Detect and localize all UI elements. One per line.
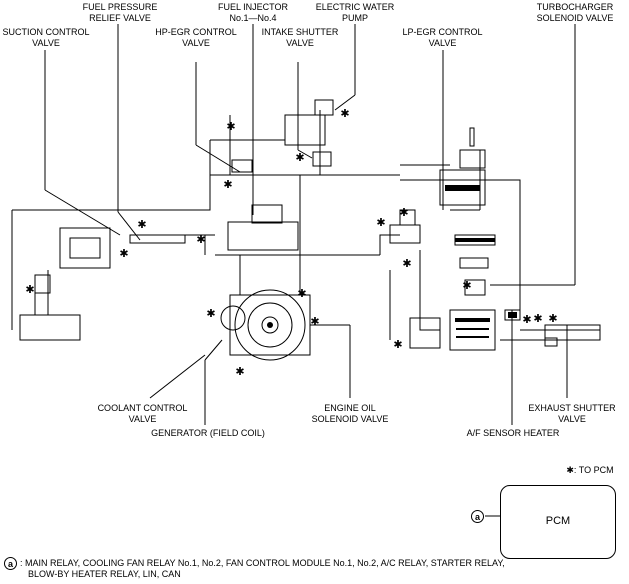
pcm-connector-marker: a xyxy=(471,510,484,523)
pcm-marker: ✱ xyxy=(533,312,542,325)
pcm-marker: ✱ xyxy=(522,313,531,326)
leader-coolant xyxy=(149,354,206,399)
label-engine-oil-solenoid-valve: ENGINE OIL SOLENOID VALVE xyxy=(311,403,389,424)
pcm-marker: ✱ xyxy=(310,315,319,328)
pcm-marker: ✱ xyxy=(137,218,146,231)
footnote-line-1: : MAIN RELAY, COOLING FAN RELAY No.1, No… xyxy=(20,558,505,568)
label-fuel-injector: FUEL INJECTOR No.1—No.4 xyxy=(217,2,288,23)
legend-to-pcm: ✱: TO PCM xyxy=(566,465,614,475)
pcm-marker: ✱ xyxy=(25,283,34,296)
label-suction-control-valve: SUCTION CONTROL VALVE xyxy=(2,27,90,48)
footnote-marker: a xyxy=(4,557,17,570)
pcm-marker: ✱ xyxy=(297,287,306,300)
pcm-marker: ✱ xyxy=(295,151,304,164)
pcm-marker: ✱ xyxy=(196,233,205,246)
pcm-marker: ✱ xyxy=(399,206,408,219)
pcm-box xyxy=(500,485,616,559)
label-fuel-pressure-relief-valve: FUEL PRESSURE RELIEF VALVE xyxy=(82,2,158,23)
pcm-marker: ✱ xyxy=(462,279,471,292)
pcm-marker: ✱ xyxy=(206,307,215,320)
label-hp-egr-control-valve: HP-EGR CONTROL VALVE xyxy=(155,27,237,48)
pcm-marker: ✱ xyxy=(340,107,349,120)
label-lp-egr-control-valve: LP-EGR CONTROL VALVE xyxy=(402,27,483,48)
pcm-marker: ✱ xyxy=(223,178,232,191)
pcm-marker: ✱ xyxy=(548,312,557,325)
pcm-marker: ✱ xyxy=(235,365,244,378)
label-exhaust-shutter-valve: EXHAUST SHUTTER VALVE xyxy=(528,403,616,424)
label-generator: GENERATOR (FIELD COIL) xyxy=(151,428,265,438)
label-electric-water-pump: ELECTRIC WATER PUMP xyxy=(315,2,395,23)
pcm-marker: ✱ xyxy=(226,120,235,133)
pcm-marker: ✱ xyxy=(376,216,385,229)
footnote-line-2: BLOW-BY HEATER RELAY, LIN, CAN xyxy=(28,569,181,579)
pcm-marker: ✱ xyxy=(402,257,411,270)
pcm-marker: ✱ xyxy=(119,247,128,260)
label-intake-shutter-valve: INTAKE SHUTTER VALVE xyxy=(261,27,339,48)
pcm-marker: ✱ xyxy=(393,338,402,351)
label-af-sensor-heater: A/F SENSOR HEATER xyxy=(466,428,560,438)
label-coolant-control-valve: COOLANT CONTROL VALVE xyxy=(97,403,188,424)
label-turbocharger-solenoid-valve: TURBOCHARGER SOLENOID VALVE xyxy=(536,2,614,23)
pcm-label: PCM xyxy=(545,515,571,527)
